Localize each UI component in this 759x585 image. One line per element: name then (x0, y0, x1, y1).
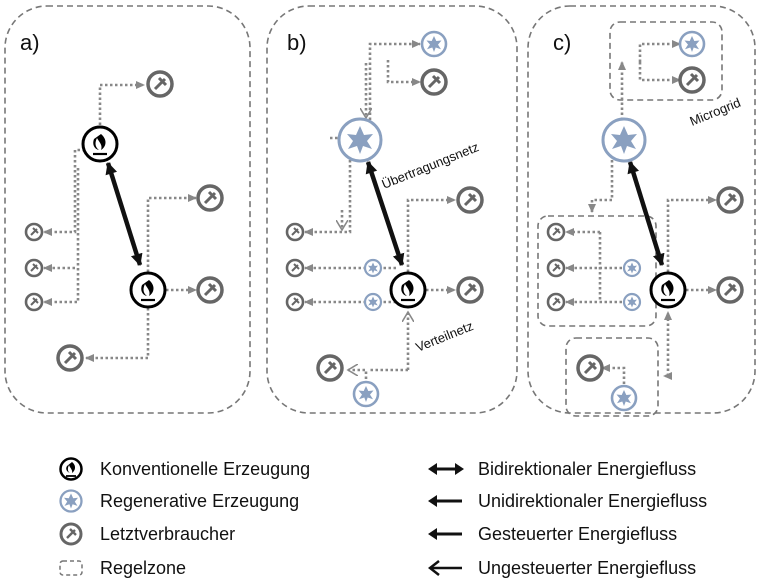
renewable-generator (363, 258, 383, 278)
consumer (285, 258, 305, 278)
distribution-grid-label: Verteilnetz (414, 318, 476, 355)
consumer (716, 186, 744, 214)
plug-icon (58, 521, 84, 547)
open-arrow-left-icon (428, 558, 464, 578)
flow-line (638, 62, 681, 84)
flow-line (85, 308, 150, 362)
flow-line (386, 60, 421, 86)
sun-icon (58, 488, 84, 514)
double-arrow-icon (428, 459, 464, 479)
conventional-generator (389, 271, 427, 309)
flow-line (348, 370, 368, 384)
consumer (420, 68, 448, 96)
renewable-generator (601, 117, 647, 163)
legend-item-unidirectional: Unidirektionaler Energiefluss (428, 488, 707, 514)
legend-item-consumer: Letztverbraucher (58, 521, 235, 547)
flow-line (304, 160, 352, 236)
conventional-generator (129, 271, 167, 309)
consumer (546, 258, 566, 278)
renewable-generator (678, 30, 706, 58)
consumer (456, 186, 484, 214)
consumer (456, 276, 484, 304)
consumer (56, 344, 84, 372)
conventional-generator (81, 125, 119, 163)
bidirectional-flow (627, 161, 665, 266)
flow-line (638, 40, 681, 62)
control-zone (4, 5, 251, 414)
panel-a: a) (4, 5, 251, 414)
panel-c: c) (527, 5, 756, 417)
consumer (285, 292, 305, 312)
renewable-generator (610, 384, 638, 412)
consumer (678, 66, 706, 94)
legend-label: Regelzone (100, 557, 187, 578)
renewable-generator (622, 292, 642, 312)
arrow-left-icon (428, 491, 464, 511)
legend-item-conventional: Konventionelle Erzeugung (58, 456, 310, 482)
flow-line (146, 194, 197, 272)
microgrid-zone (609, 21, 723, 101)
legend-label: Konventionelle Erzeugung (100, 458, 311, 479)
flow-line (43, 148, 100, 236)
legend-item-control-zone: Regelzone (58, 555, 186, 581)
renewable-generator (622, 258, 642, 278)
legend-label: Gesteuerter Energiefluss (478, 523, 678, 544)
flow-line (368, 40, 421, 120)
transmission-grid-label: Übertragungsnetz (380, 139, 481, 192)
legend-item-uncontrolled: Ungesteuerter Energiefluss (428, 555, 696, 581)
microgrid-label: Microgrid (688, 95, 743, 129)
bidirectional-flow (105, 162, 143, 266)
flow-line (588, 160, 614, 213)
legend-item-controlled: Gesteuerter Energiefluss (428, 521, 677, 547)
consumer (316, 354, 344, 382)
consumer (716, 276, 744, 304)
consumer (576, 354, 604, 382)
consumer (24, 258, 44, 278)
legend-item-bidirectional: Bidirektionaler Energiefluss (428, 456, 696, 482)
flow-line (601, 364, 626, 384)
legend-label: Bidirektionaler Energiefluss (478, 458, 697, 479)
consumer (24, 222, 44, 242)
control-zone (266, 5, 518, 414)
renewable-generator (337, 117, 383, 163)
conventional-generator (649, 271, 687, 309)
consumer (196, 276, 224, 304)
dashed-box-icon (58, 555, 84, 581)
renewable-generator (363, 292, 383, 312)
panel-label: b) (287, 30, 307, 55)
legend-item-renewable: Regenerative Erzeugung (58, 488, 299, 514)
consumer (196, 184, 224, 212)
panel-b: b) (266, 5, 518, 414)
local-zone (565, 337, 659, 417)
legend-label: Unidirektionaler Energiefluss (478, 490, 708, 511)
flow-line (98, 81, 145, 125)
legend-label: Letztverbraucher (100, 523, 236, 544)
flow-line (406, 196, 456, 272)
consumer (146, 70, 174, 98)
panel-label: c) (553, 30, 571, 55)
flame-icon (58, 456, 84, 482)
legend-label: Ungesteuerter Energiefluss (478, 557, 697, 578)
arrow-left-icon (428, 524, 464, 544)
legend-label: Regenerative Erzeugung (100, 490, 300, 511)
renewable-generator (352, 380, 380, 408)
renewable-generator (420, 30, 448, 58)
panel-label: a) (20, 30, 40, 55)
consumer (546, 222, 566, 242)
consumer (546, 292, 566, 312)
bidirectional-flow (365, 161, 405, 266)
control-zone (527, 5, 756, 414)
consumer (24, 292, 44, 312)
flow-line (43, 168, 80, 306)
flow-line (666, 196, 717, 272)
consumer (285, 222, 305, 242)
